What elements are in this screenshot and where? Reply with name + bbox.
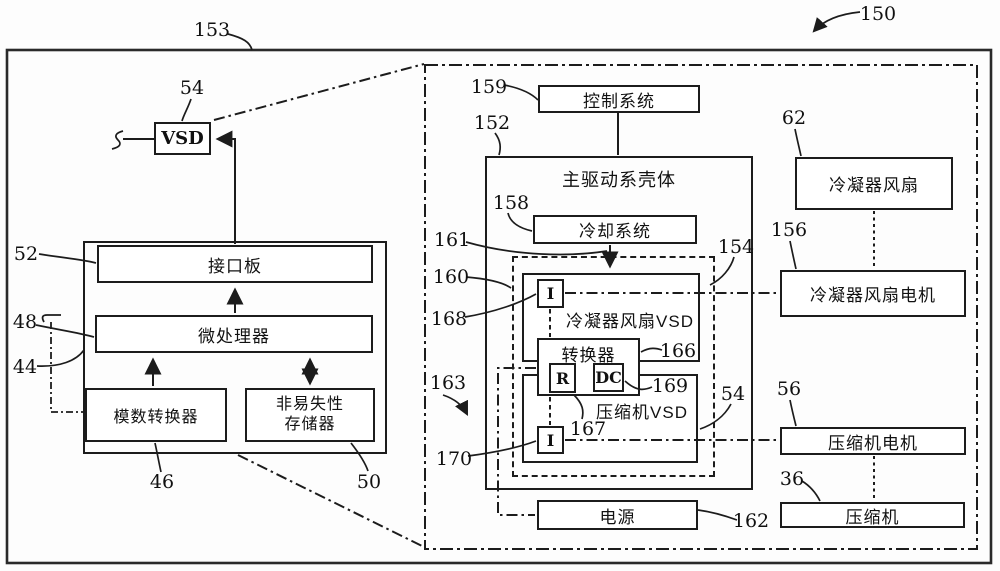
ref-156: 156 [770,219,808,241]
rectifier-label: R [555,368,570,388]
ref-166: 166 [659,340,697,362]
rectifier-box: R [549,363,576,393]
sensor-cap-symbol [41,314,61,323]
power-supply-box: 电源 [537,500,698,530]
ref-150: 150 [859,3,897,25]
sensor-input-line [50,322,83,413]
nonvolatile-memory-label: 非易失性 存储器 [275,396,344,433]
vsd-box-left-label: VSD [161,128,204,149]
condenser-fan-motor-box: 冷凝器风扇电机 [780,270,966,317]
compressor-vsd-label: 压缩机VSD [596,403,688,422]
inverter-top-box: I [537,279,564,308]
compressor-motor-label: 压缩机电机 [828,433,918,453]
ref-153: 153 [193,19,231,41]
ad-converter-box: 模数转换器 [85,388,227,442]
ref-167: 167 [569,418,607,440]
ref-62: 62 [781,107,807,129]
ref-163: 163 [429,372,467,394]
compressor-label: 压缩机 [845,507,900,527]
detail-zoom-line-bottom [237,454,425,548]
leader-36 [801,480,821,502]
leader-56 [789,399,797,427]
ref-52: 52 [13,243,39,265]
cooling-system-box: 冷却系统 [533,215,697,244]
leader-159 [503,84,539,101]
ref-159: 159 [470,76,508,98]
interface-board-label: 接口板 [208,256,262,276]
condenser-fan-box: 冷凝器风扇 [795,157,953,210]
wire-break-symbol [111,130,124,150]
leader-152 [494,132,502,156]
ref-36: 36 [779,468,805,490]
ref-158: 158 [492,192,530,214]
power-supply-label: 电源 [599,507,636,527]
control-system-label: 控制系统 [583,91,655,111]
ref-54-right: 54 [720,383,746,405]
ref-169: 169 [651,375,689,397]
leader-54-left [181,98,192,122]
ref-154: 154 [717,236,755,258]
cooling-system-label: 冷却系统 [579,222,651,241]
ref-160: 160 [432,266,470,288]
ref-56: 56 [776,378,802,400]
leader-162 [697,509,738,521]
leader-150 [812,11,861,33]
microprocessor-label: 微处理器 [198,326,270,346]
compressor-motor-box: 压缩机电机 [780,427,966,455]
leader-62 [794,128,802,157]
ad-converter-label: 模数转换器 [113,409,199,426]
inverter-bottom-box: I [537,426,564,454]
main-drive-housing-label: 主驱动系壳体 [562,170,676,190]
condenser-fan-motor-label: 冷凝器风扇电机 [810,286,936,305]
condenser-fan-label: 冷凝器风扇 [829,176,919,195]
inverter-top-label: I [546,284,555,303]
ref-54-left: 54 [179,77,205,99]
interface-board-box: 接口板 [97,245,373,283]
ref-46: 46 [149,471,175,493]
dc-link-box: DC [593,363,624,392]
leader-153 [227,33,253,51]
microprocessor-box: 微处理器 [95,315,373,353]
compressor-box: 压缩机 [780,502,965,528]
ref-44: 44 [12,356,38,378]
ref-168: 168 [430,308,468,330]
ref-162: 162 [732,510,770,532]
ref-50: 50 [356,471,382,493]
vsd-box-left: VSD [154,122,211,155]
ref-48: 48 [12,311,38,333]
leader-163 [442,394,468,416]
inverter-bottom-label: I [546,430,555,450]
condenser-fan-vsd-label: 冷凝器风扇VSD [566,312,694,331]
detail-zoom-line-top [213,63,425,121]
interface-to-vsd-arrow [215,130,236,244]
ref-161: 161 [433,229,471,251]
dc-link-label: DC [595,368,622,387]
nonvolatile-memory-box: 非易失性 存储器 [245,388,375,442]
leader-156 [789,240,797,270]
control-system-box: 控制系统 [538,85,700,113]
leader-44 [36,349,85,367]
ref-152: 152 [473,112,511,134]
ref-170: 170 [435,448,473,470]
